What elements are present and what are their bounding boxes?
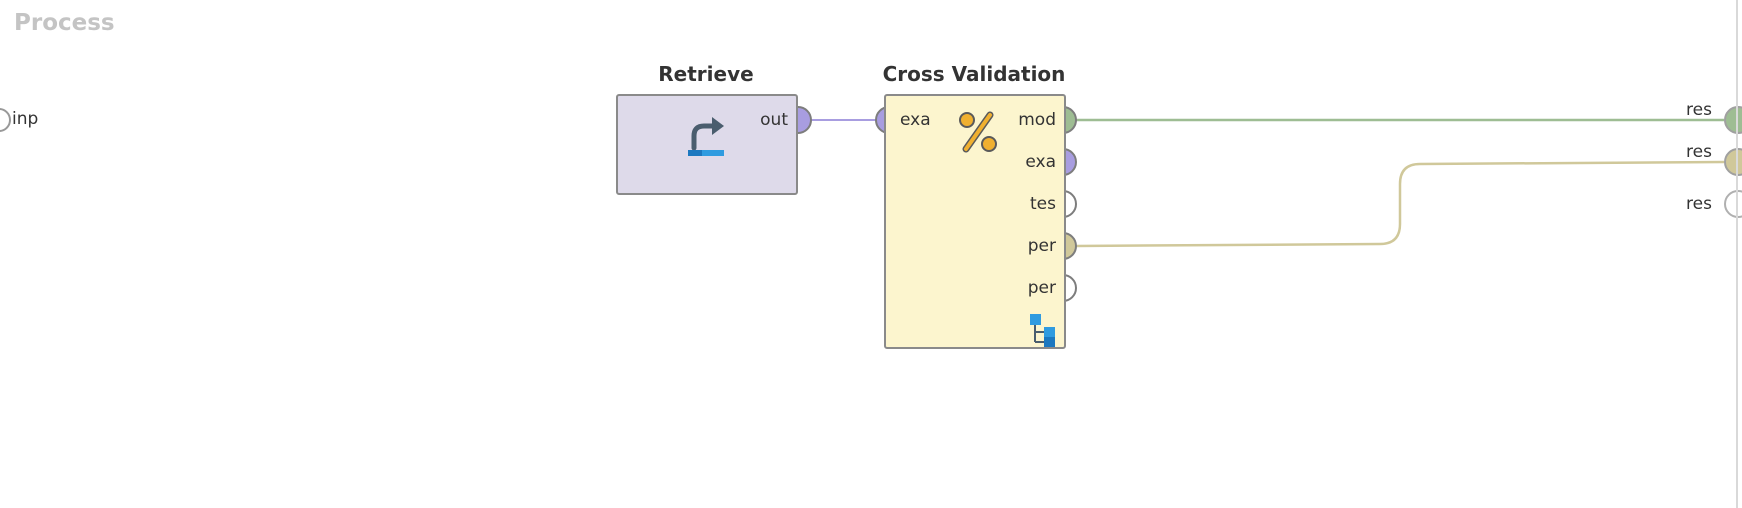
process-result-port-2[interactable] [1724, 148, 1742, 176]
process-result-port-label-2: res [1686, 142, 1712, 162]
process-result-port-label-3: res [1686, 194, 1712, 214]
cv-out-port-label-exa: exa [1025, 152, 1056, 172]
retrieve-operator[interactable]: out [616, 94, 798, 195]
cv-out-port-label-tes: tes [1030, 194, 1056, 214]
cv-out-port-label-mod: mod [1018, 110, 1056, 130]
cv-in-port-label: exa [900, 110, 931, 130]
process-title: Process [14, 10, 115, 36]
canvas-right-border [1736, 0, 1738, 508]
cv-out-port-label-per-1: per [1027, 236, 1056, 256]
process-result-port-1[interactable] [1724, 106, 1742, 134]
process-input-port-label: inp [12, 109, 39, 129]
process-result-port-3[interactable] [1724, 190, 1742, 218]
process-input-port[interactable] [0, 108, 11, 132]
retrieve-title: Retrieve [658, 62, 754, 86]
wire-performance-to-result[interactable] [1075, 160, 1725, 248]
cross-validation-operator[interactable]: exa mod exa tes per per [884, 94, 1066, 349]
subprocess-tree-icon[interactable] [1030, 314, 1060, 348]
retrieve-out-port-label: out [760, 110, 788, 130]
cross-validation-title: Cross Validation [882, 62, 1066, 86]
percent-icon [959, 111, 997, 153]
process-result-port-label-1: res [1686, 100, 1712, 120]
retrieve-arrow-icon [688, 117, 724, 156]
cv-out-port-label-per-2: per [1027, 278, 1056, 298]
